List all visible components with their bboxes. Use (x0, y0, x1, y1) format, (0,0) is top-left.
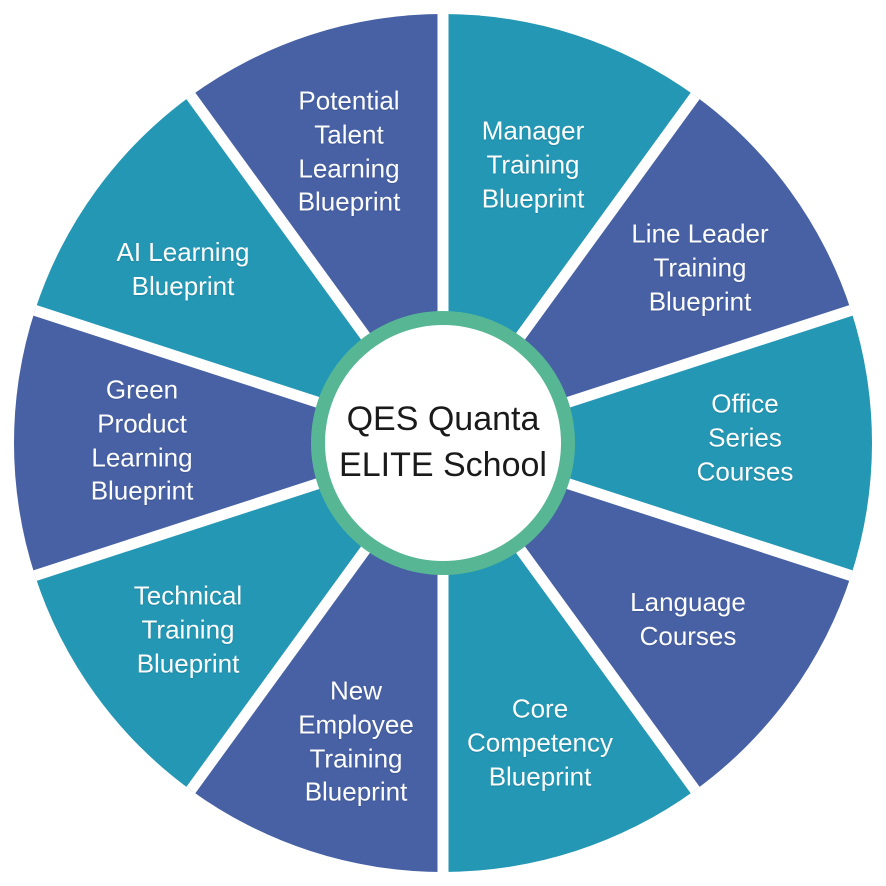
center-hub-circle (311, 311, 575, 575)
wedge-technical-training-blueprint (35, 443, 443, 791)
wedge-green-product-learning-blueprint (13, 310, 443, 576)
wedge-office-series-courses (443, 310, 873, 576)
wedge-line-leader-training-blueprint (443, 95, 851, 444)
wedge-ai-learning-blueprint (35, 95, 443, 444)
wedge-language-courses (443, 443, 851, 791)
